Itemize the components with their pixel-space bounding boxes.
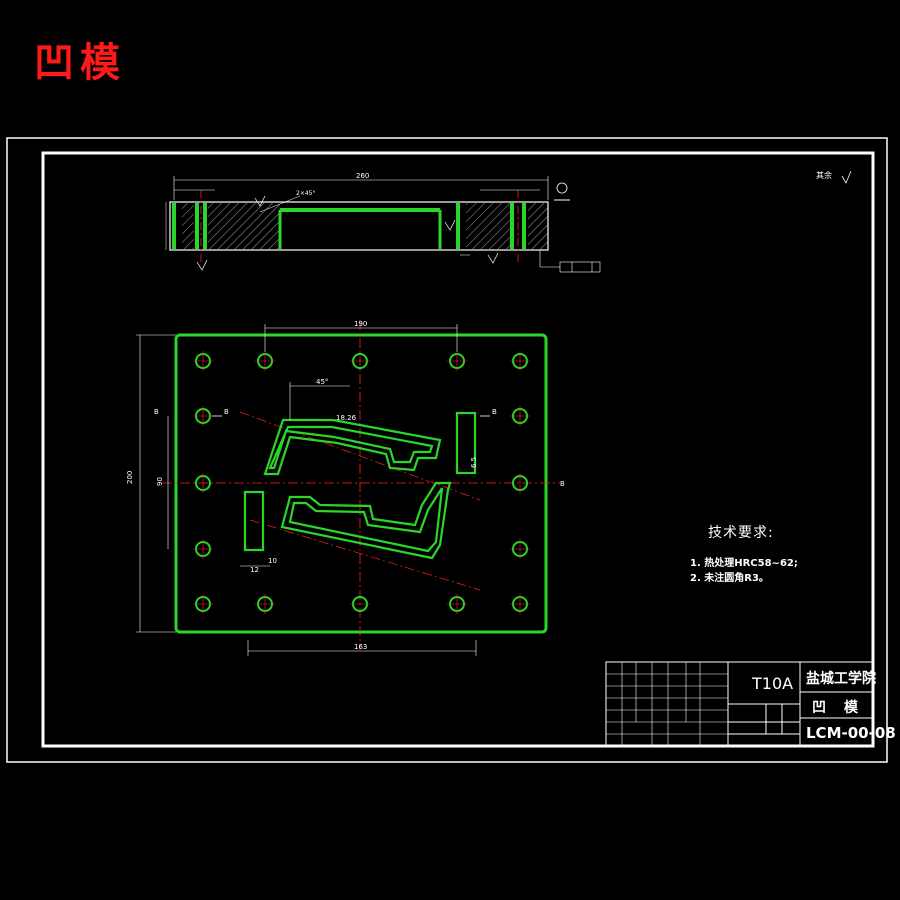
material-label: T10A [752,674,794,693]
title-block [605,661,875,747]
page-title: 凹模 [34,39,126,86]
section-mark-1: B [154,408,159,416]
dim-hole-spacing-bottom: 163 [354,643,367,651]
dim-overall-width: 260 [356,172,369,180]
section-mark-3: B [492,408,497,416]
drawing-number-label: LCM-00-08 [806,724,896,742]
dim-angle: 45° [316,378,328,386]
dim-small-2: 6.5 [470,457,478,468]
part-name-label: 凹模 [812,700,876,716]
tech-req-note-2: 2. 未注圆角R3。 [690,573,769,584]
section-view: 260 2×45° [165,172,601,273]
tech-req-note-1: 1. 热处理HRC58~62; [690,558,798,569]
section-mark-4: B [560,480,565,488]
dim-small-1: 18.26 [336,414,357,422]
outer-border [6,137,888,763]
plan-view: 190 163 200 90 45° 18.26 6.5 12 10 B B B… [126,320,565,656]
dim-inner-height: 90 [156,477,164,486]
inner-frame [41,151,875,748]
tech-req-heading: 技术要求: [708,525,774,541]
technical-requirements: 技术要求: 1. 热处理HRC58~62; 2. 未注圆角R3。 [690,522,798,586]
roughness-other-label: 其余 [816,171,832,180]
school-label: 盐城工学院 [806,671,876,687]
dim-small-3: 12 [250,566,259,574]
die-cavity [243,411,477,560]
dim-height-left: 200 [126,471,134,484]
dim-small-4: 10 [268,557,277,565]
section-mark-2: B [224,408,229,416]
hole-pattern [195,353,528,612]
dim-hole-spacing-top: 190 [354,320,367,328]
dim-chamfer: 2×45° [296,190,315,197]
